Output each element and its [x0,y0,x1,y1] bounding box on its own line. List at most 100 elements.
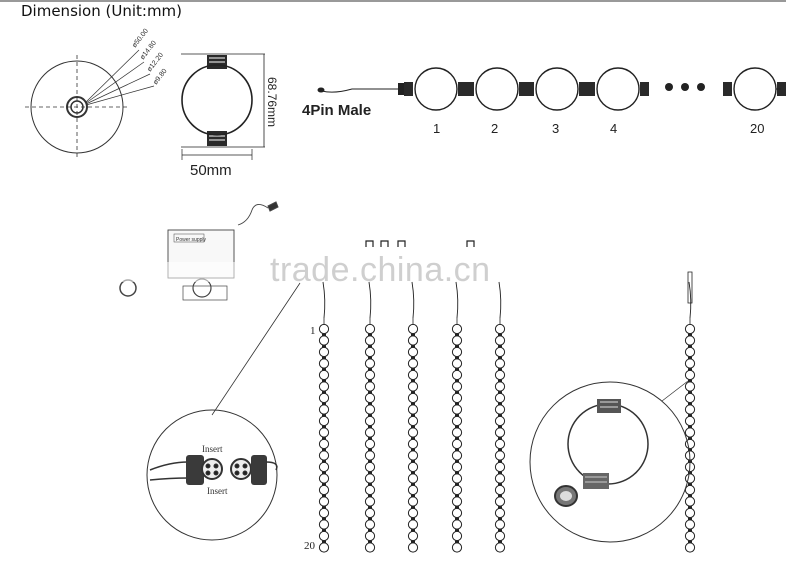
column-cap [368,540,372,543]
column-ball [684,358,696,369]
column-cap [368,345,372,348]
column-cable [411,281,415,319]
chain-diagram [317,67,786,111]
ball-label-2: 2 [491,121,498,136]
column-cap [688,402,692,405]
column-ball [407,392,419,404]
watermark: trade.china.cn [270,251,491,289]
column-ball [364,484,376,496]
column-cap [322,448,326,451]
column-cap [498,460,502,463]
column-ball [451,427,463,438]
column-cap [322,471,326,474]
connector-label: 4Pin Male [302,102,371,119]
column-cap [322,437,326,440]
column-ball [494,438,506,450]
column-ball [451,450,463,461]
column-ball [318,381,330,392]
column-ball [407,358,419,369]
chain-cap [640,82,649,96]
ball-label-3: 3 [552,121,559,136]
column-cap [455,529,459,532]
column-cap [455,460,459,463]
column-cap [688,483,692,486]
column-ball [407,519,419,530]
column-ball [684,427,696,438]
column-label-last: 20 [304,540,316,552]
column-cap [411,448,415,451]
column-cap [688,345,692,348]
column-ball [684,404,696,415]
column-cap [688,540,692,543]
column-ball [494,427,506,438]
column-ball [494,507,506,519]
column-cap [411,333,415,336]
column-cap [411,437,415,440]
chain-cap [723,82,732,96]
column-ball [451,381,463,392]
column-ball [451,346,463,358]
column-cap [322,333,326,336]
column-cap [498,402,502,405]
column-ball [494,473,506,484]
column-cap [411,379,415,382]
column-ball [451,392,463,404]
column-ball [318,530,330,542]
column-cap [368,483,372,486]
ellipsis-dot [681,83,689,91]
column-ball [451,323,463,335]
column-ball [684,392,696,404]
column-ball [407,415,419,427]
column-cap [455,379,459,382]
page-title: Dimension (Unit:mm) [21,2,183,20]
column-cap [498,345,502,348]
column-cap [411,356,415,359]
chain-cap [458,82,467,96]
column-ball [494,530,506,542]
column-ball [494,346,506,358]
column-ball [494,404,506,415]
column-ball [318,323,330,335]
top-rule [0,0,786,2]
chain-cap [586,82,595,96]
column-ball [494,392,506,404]
ball-columns [318,271,696,553]
column-cap [688,379,692,382]
detail-leader [211,282,301,416]
column-ball [318,335,330,346]
ball-label-20: 20 [750,121,764,136]
column-cap [455,425,459,428]
power-supply [119,201,279,301]
column-ball [407,323,419,335]
column-ball [364,358,376,369]
column-cap [368,356,372,359]
column-cap [368,529,372,532]
column-cap [411,414,415,417]
column-ball [364,369,376,381]
column-ball [494,323,506,335]
column-cable [368,281,372,319]
column-ball [364,346,376,358]
column-cap [368,368,372,371]
column-cap [455,333,459,336]
column-ball [684,369,696,381]
column-cap [455,494,459,497]
column-cap [455,483,459,486]
column-cap [498,368,502,371]
column-cap [498,333,502,336]
column-ball [318,507,330,519]
ellipsis-dots [665,83,705,91]
column-cap [498,425,502,428]
column-ball [364,507,376,519]
column-ball [451,542,463,553]
column-cap [322,402,326,405]
column-ball [494,335,506,346]
column-cap [455,345,459,348]
column-ball [494,461,506,473]
column-cap [455,448,459,451]
column-ball [684,507,696,519]
column-cap [368,437,372,440]
column-cap [322,460,326,463]
column-cap [322,517,326,520]
column-ball [451,530,463,542]
